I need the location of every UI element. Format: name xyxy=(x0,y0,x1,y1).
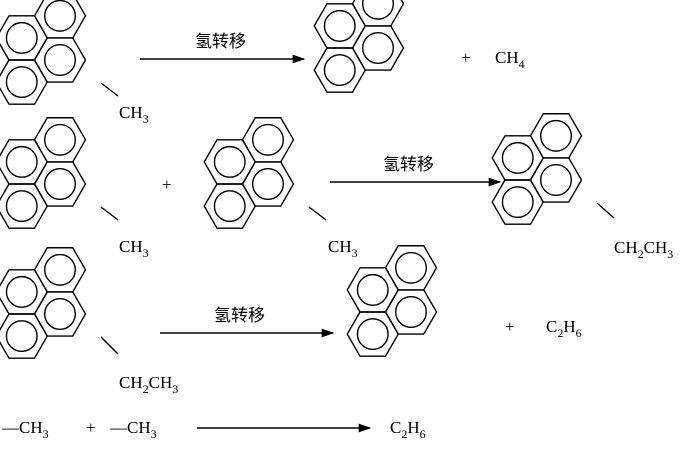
radical-methyl-b: —CH3 xyxy=(109,418,157,441)
ring-center-aromatic-circle xyxy=(539,163,573,197)
substituent-label: CH3 xyxy=(328,237,358,260)
ring-top-hexagon xyxy=(351,0,405,27)
ring-center-hexagon xyxy=(241,161,295,207)
ring-left-bottom-aromatic-circle xyxy=(356,318,389,351)
ring-center-hexagon xyxy=(529,157,583,203)
substituent-label: CH3 xyxy=(119,237,149,260)
ring-center-hexagon xyxy=(33,37,87,83)
ring-left-bottom-aromatic-circle xyxy=(5,190,38,223)
methyl-bond xyxy=(308,206,327,221)
molecule-methylpyrene-r1: CH3 xyxy=(0,0,149,126)
molecule-ethylpyrene-r2: CH2CH3 xyxy=(491,113,673,261)
ring-top-aromatic-circle xyxy=(394,251,428,284)
ring-center-hexagon xyxy=(351,25,405,71)
ring-top-aromatic-circle xyxy=(539,119,573,152)
ring-center-hexagon xyxy=(33,291,87,337)
ring-left-top-aromatic-circle xyxy=(5,145,38,178)
substituent-label: CH3 xyxy=(119,103,149,126)
pyrene-skeleton xyxy=(346,245,438,357)
ring-top-hexagon xyxy=(33,0,87,39)
pyrene-skeleton xyxy=(0,117,87,229)
molecule-pyrene-r1 xyxy=(313,0,405,93)
ring-center-aromatic-circle xyxy=(43,297,77,331)
substituent-label: CH2CH3 xyxy=(119,373,178,396)
molecule-methylpyrene-r2b: CH3 xyxy=(203,117,358,260)
ring-left-bottom-aromatic-circle xyxy=(5,320,38,353)
ring-top-aromatic-circle xyxy=(43,123,77,156)
ring-center-aromatic-circle xyxy=(43,43,77,77)
ring-top-aromatic-circle xyxy=(43,253,77,286)
pyrene-skeleton xyxy=(203,117,295,229)
ring-center-aromatic-circle xyxy=(394,295,428,329)
ring-center-hexagon xyxy=(384,289,438,335)
ring-left-top-aromatic-circle xyxy=(213,145,246,178)
arrow-label-r2: 氢转移 xyxy=(383,155,434,175)
methyl-bond xyxy=(100,82,119,97)
ring-left-top-aromatic-circle xyxy=(5,275,38,308)
ring-left-top-aromatic-circle xyxy=(5,21,38,54)
ethyl-bond xyxy=(596,202,615,219)
ethyl-bond xyxy=(100,336,119,355)
plus-sign-r4: + xyxy=(86,418,96,437)
pyrene-skeleton xyxy=(0,247,87,359)
plus-sign-r3: + xyxy=(505,317,515,336)
product-ethane-r4: C2H6 xyxy=(390,418,426,441)
ring-top-aromatic-circle xyxy=(362,0,394,20)
product-ethane-r3: C2H6 xyxy=(546,317,582,340)
molecule-ethylpyrene-r3: CH2CH3 xyxy=(0,247,178,396)
methyl-bond xyxy=(100,206,119,221)
ring-center-hexagon xyxy=(33,161,87,207)
ring-left-top-aromatic-circle xyxy=(356,273,389,306)
pyrene-skeleton xyxy=(0,0,87,105)
radical-methyl-a: —CH3 xyxy=(1,418,49,441)
ring-center-aromatic-circle xyxy=(43,167,77,201)
molecule-pyrene-r3 xyxy=(346,245,438,357)
ring-left-bottom-aromatic-circle xyxy=(213,190,246,223)
pyrene-skeleton xyxy=(491,113,583,225)
ring-left-bottom-aromatic-circle xyxy=(323,54,356,87)
ring-left-bottom-aromatic-circle xyxy=(501,186,534,219)
arrow-label-r3: 氢转移 xyxy=(214,306,265,326)
molecule-methylpyrene-r2a: CH3 xyxy=(0,117,149,260)
ring-center-aromatic-circle xyxy=(251,167,285,201)
ring-top-aromatic-circle xyxy=(44,0,76,32)
plus-sign-r2: + xyxy=(162,175,172,194)
ring-center-aromatic-circle xyxy=(361,31,395,65)
ring-top-aromatic-circle xyxy=(251,123,285,156)
product-methane: CH4 xyxy=(495,48,525,71)
product-substituent-label: CH2CH3 xyxy=(614,238,673,261)
arrow-label-r1: 氢转移 xyxy=(195,32,246,52)
ring-left-bottom-aromatic-circle xyxy=(5,66,38,99)
ring-left-top-aromatic-circle xyxy=(323,9,356,42)
ring-left-top-aromatic-circle xyxy=(501,141,534,174)
pyrene-skeleton xyxy=(313,0,405,93)
plus-sign-r1: + xyxy=(461,48,471,67)
